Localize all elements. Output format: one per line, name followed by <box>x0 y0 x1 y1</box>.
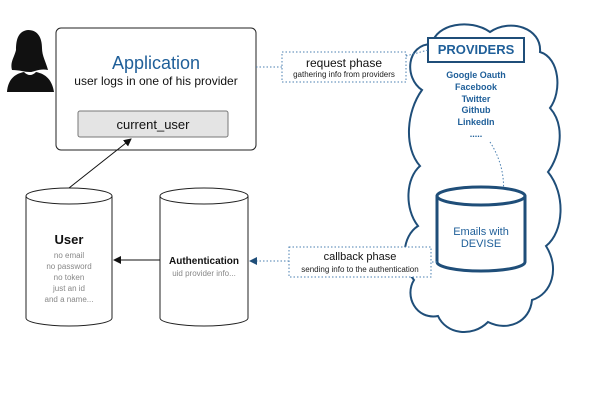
application-subtitle: user logs in one of his provider <box>74 74 238 88</box>
providers-title: PROVIDERS <box>437 42 515 57</box>
auth-db-title: Authentication <box>169 256 239 267</box>
callback-phase-box <box>288 246 432 278</box>
provider-item: Twitter <box>461 93 491 104</box>
callback-arrowhead-icon <box>249 257 257 265</box>
request-phase-box <box>281 51 407 83</box>
user-db-title: User <box>54 232 84 247</box>
user-db-line: no password <box>46 262 92 271</box>
request-to-providers-connector <box>405 49 429 57</box>
provider-item: Facebook <box>454 81 497 92</box>
emails-db-title: Emails with DEVISE <box>453 226 509 250</box>
providers-list: Google Oauth Facebook Twitter Github Lin… <box>430 70 522 141</box>
request-phase-subtitle: gathering info from providers <box>293 70 395 79</box>
user-db-line: no token <box>53 273 85 282</box>
user-db-line: just an id <box>52 284 86 293</box>
current-user-label: current_user <box>116 117 190 132</box>
user-avatar-icon <box>7 30 54 92</box>
application-title: Application <box>111 53 201 73</box>
user-db-line: and a name... <box>44 295 94 304</box>
provider-item: ..... <box>469 128 483 139</box>
callback-phase-subtitle: sending info to the authentication <box>301 265 419 274</box>
user-to-current-user-arrow <box>68 138 132 189</box>
user-db-lines: no email no password no token just an id… <box>26 250 112 305</box>
current-user-box <box>77 110 229 138</box>
user-db-line: no email <box>53 251 85 260</box>
callback-phase-title: callback phase <box>323 251 397 263</box>
provider-item: Google Oauth <box>446 70 506 80</box>
request-phase-title: request phase <box>305 56 383 70</box>
auth-db-cylinder <box>159 187 249 327</box>
user-db-cylinder <box>25 187 113 327</box>
providers-title-box <box>427 37 525 63</box>
auth-db-subtitle: uid provider info... <box>172 269 236 278</box>
provider-item: LinkedIn <box>457 117 495 128</box>
emails-db-cylinder <box>435 185 527 273</box>
provider-item: Github <box>461 105 491 116</box>
